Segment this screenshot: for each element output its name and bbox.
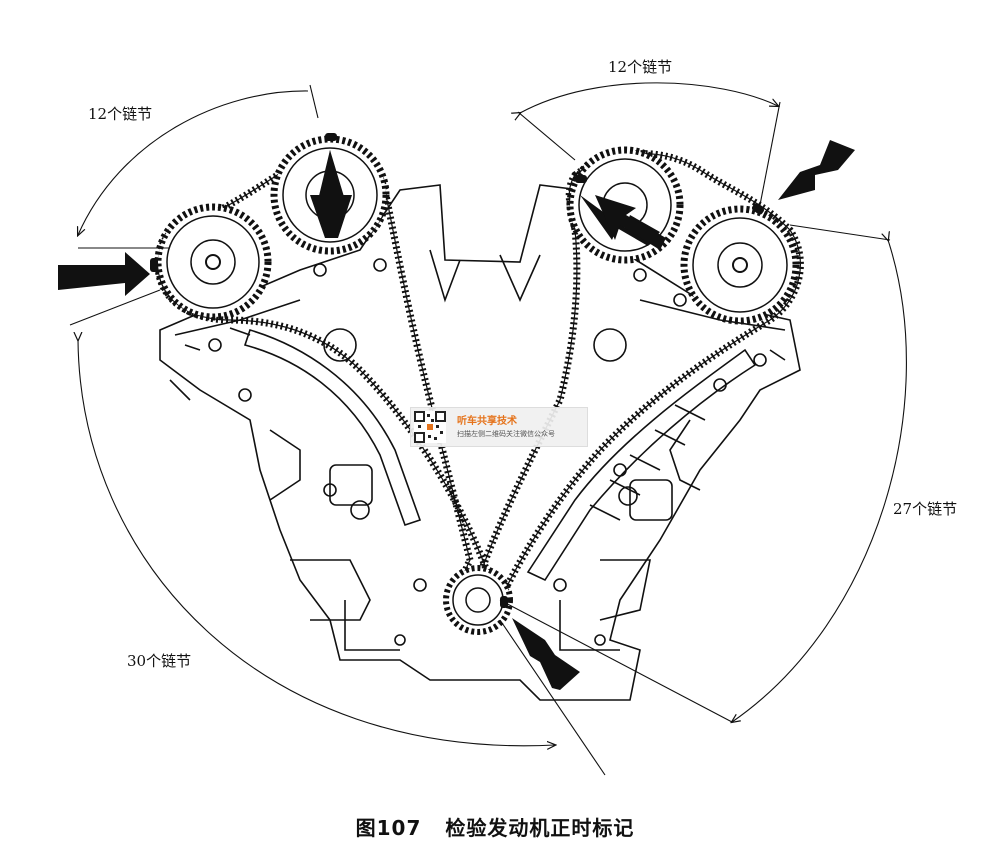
label-right-side: 27个链节 bbox=[893, 500, 958, 518]
watermark-title: 听车共享技术 bbox=[457, 416, 517, 427]
figure-caption: 图107 检验发动机正时标记 bbox=[0, 812, 990, 841]
arc-right-top bbox=[520, 82, 778, 113]
dimension-arcs bbox=[69, 82, 907, 776]
label-right-top: 12个链节 bbox=[608, 58, 673, 76]
right-chain-guide bbox=[526, 348, 757, 582]
figure-title: 检验发动机正时标记 bbox=[445, 816, 635, 840]
watermark-badge: 听车共享技术 扫描左侧二维码关注微信公众号 bbox=[410, 407, 588, 447]
right-exhaust-sprocket bbox=[680, 205, 800, 325]
label-left-bottom: 30个链节 bbox=[127, 652, 192, 670]
sprocket-mark-arrows bbox=[318, 150, 666, 250]
left-chain-guide bbox=[229, 327, 422, 527]
arc-left-top bbox=[78, 90, 309, 235]
watermark-subtitle: 扫描左侧二维码关注微信公众号 bbox=[457, 430, 555, 438]
arc-right-side bbox=[732, 240, 907, 722]
figure-number: 图107 bbox=[355, 816, 422, 840]
arc-left-bottom bbox=[78, 340, 555, 746]
label-left-top: 12个链节 bbox=[88, 105, 153, 123]
qr-code-icon bbox=[414, 411, 446, 443]
left-exhaust-sprocket bbox=[154, 203, 272, 321]
